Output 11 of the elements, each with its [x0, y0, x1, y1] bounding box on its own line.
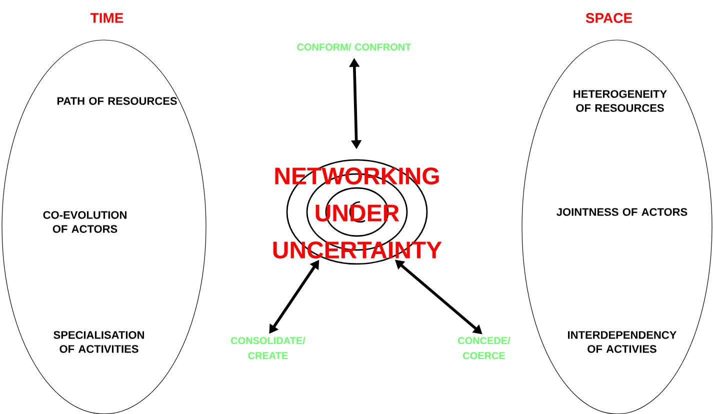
action-label: CONSOLIDATE/ CREATE: [231, 336, 306, 360]
heading: SPACE: [586, 13, 632, 23]
action-label: CONCEDE/ COERCE: [458, 336, 510, 360]
item-label: HETEROGENEITY OF RESOURCES: [574, 90, 667, 112]
item-label: SPECIALISATION OF ACTIVITIES: [54, 331, 144, 353]
item-label: INTERDEPENDENCY OF ACTIVIES: [568, 331, 676, 353]
action-label: CONFORM/ CONFRONT: [297, 43, 412, 51]
item-label: CO-EVOLUTION OF ACTORS: [43, 211, 126, 233]
item-label: PATH OF RESOURCES: [57, 97, 177, 105]
item-label: JOINTNESS OF ACTORS: [556, 208, 688, 216]
heading: TIME: [90, 13, 124, 23]
